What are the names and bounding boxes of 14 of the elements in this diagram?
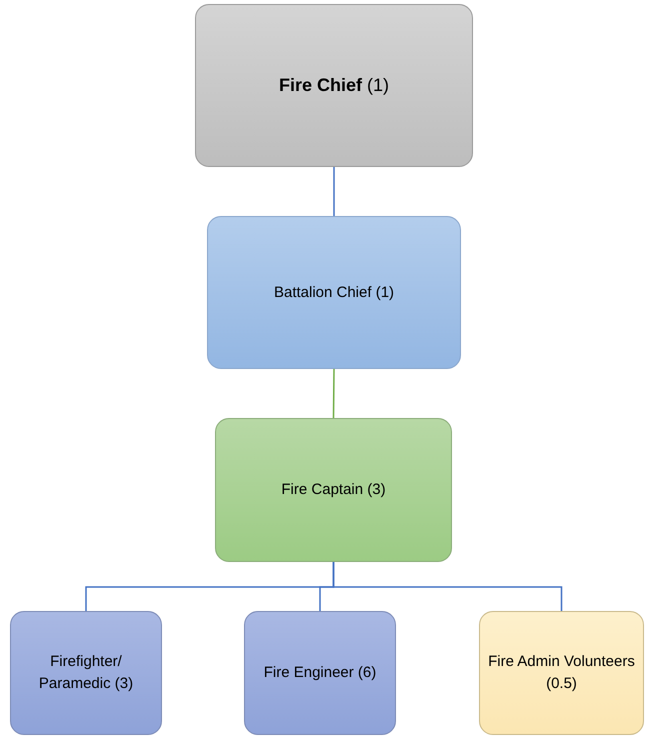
role-box bbox=[479, 611, 644, 735]
role-box bbox=[10, 611, 162, 735]
role-title: Fire Engineer (6) bbox=[264, 663, 376, 684]
role-box bbox=[215, 418, 452, 562]
role-box bbox=[195, 4, 473, 167]
role-title: Battalion Chief (1) bbox=[274, 282, 394, 303]
connector-line bbox=[332, 369, 335, 418]
role-title: Fire Captain (3) bbox=[281, 480, 386, 500]
role-box bbox=[207, 216, 461, 369]
role-box bbox=[244, 611, 396, 735]
role-title: Fire Chief (1) bbox=[278, 74, 389, 98]
role-title: Firefighter/ Paramedic (3) bbox=[38, 652, 134, 694]
role-title: Fire Admin Volunteers (0.5) bbox=[488, 652, 635, 694]
connector-line bbox=[333, 167, 335, 216]
